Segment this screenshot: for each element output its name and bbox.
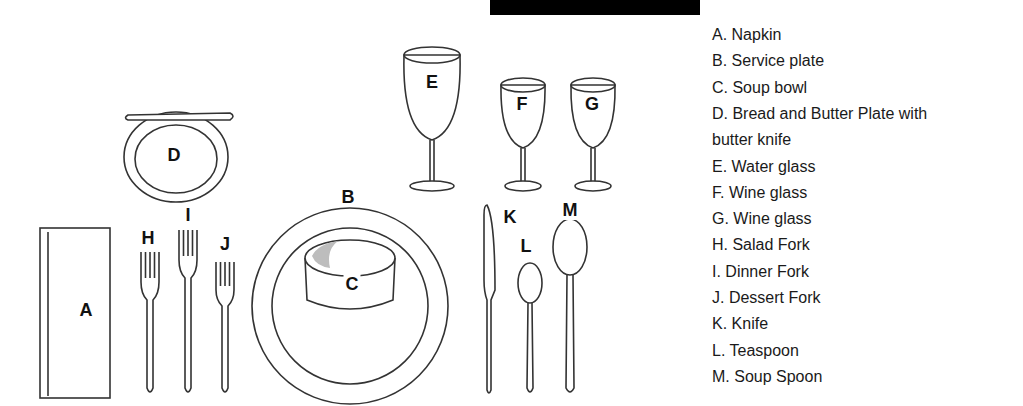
bowl-shading — [312, 241, 338, 268]
glass-stem — [521, 148, 525, 182]
bread-plate — [124, 112, 233, 202]
callout-letter: B — [340, 187, 357, 207]
knife — [484, 205, 495, 393]
glass-stem — [430, 140, 434, 182]
teaspoon — [518, 263, 542, 392]
callout-letter: J — [218, 234, 232, 254]
fork-tines — [184, 230, 193, 256]
dessert-fork — [216, 262, 234, 392]
callout-letter: E — [424, 72, 440, 92]
callout-letter: A — [78, 300, 95, 320]
callout-letter: D — [166, 145, 183, 165]
spoon-bowl — [553, 219, 587, 275]
key-entry: A. Napkin — [712, 22, 781, 48]
plate-rim — [252, 208, 448, 404]
fork-tines — [221, 262, 230, 286]
key-entry: M. Soup Spoon — [712, 364, 822, 390]
fork-outline — [216, 262, 234, 392]
key-entry: F. Wine glass — [712, 180, 807, 206]
soup-bowl — [305, 240, 395, 309]
glass-base — [410, 181, 454, 191]
glass-rim — [501, 78, 545, 92]
soup-spoon — [553, 219, 587, 392]
glass-rim — [571, 78, 615, 92]
key-entry: D. Bread and Butter Plate with butter kn… — [712, 101, 962, 153]
key-entry: J. Dessert Fork — [712, 285, 820, 311]
plate-well — [272, 228, 428, 384]
wine-glass — [501, 78, 545, 191]
key-entry: C. Soup bowl — [712, 75, 807, 101]
salad-fork — [141, 252, 159, 392]
glass-base — [505, 181, 541, 191]
callout-letter: I — [183, 205, 192, 225]
key-entry: L. Teaspoon — [712, 338, 799, 364]
glass-stem — [591, 148, 595, 182]
key-entry: E. Water glass — [712, 154, 815, 180]
glass-bowl — [571, 85, 615, 148]
fork-outline — [179, 230, 197, 392]
bowl-rim — [305, 240, 395, 276]
spoon-handle — [527, 303, 533, 392]
spoon-handle — [566, 275, 574, 392]
napkin — [40, 228, 110, 398]
service-plate — [252, 208, 448, 404]
glass-rim — [404, 47, 460, 63]
water-glass — [404, 47, 460, 191]
callout-letter: H — [140, 228, 157, 248]
black-bar — [490, 0, 700, 15]
key-entry: K. Knife — [712, 311, 768, 337]
glass-base — [575, 181, 611, 191]
glass-bowl — [501, 85, 545, 148]
plate-well — [135, 125, 217, 193]
callout-letter: C — [344, 274, 361, 294]
fork-tines — [146, 252, 155, 278]
napkin-outline — [40, 228, 110, 398]
plate-rim — [124, 112, 228, 202]
glass-bowl — [404, 55, 460, 140]
key-entry: B. Service plate — [712, 48, 824, 74]
callout-letter: M — [561, 200, 580, 220]
wine-glass — [571, 78, 615, 191]
key-entry: I. Dinner Fork — [712, 259, 809, 285]
callout-letter: K — [502, 207, 519, 227]
callout-letter: F — [515, 94, 530, 114]
callout-letter: G — [583, 94, 601, 114]
butter-knife — [126, 113, 234, 120]
key-entry: H. Salad Fork — [712, 232, 810, 258]
fork-outline — [141, 252, 159, 392]
spoon-bowl — [518, 263, 542, 303]
callout-letter: L — [519, 236, 534, 256]
key-entry: G. Wine glass — [712, 206, 812, 232]
napkin-fold — [47, 232, 49, 396]
dinner-fork — [179, 230, 197, 392]
